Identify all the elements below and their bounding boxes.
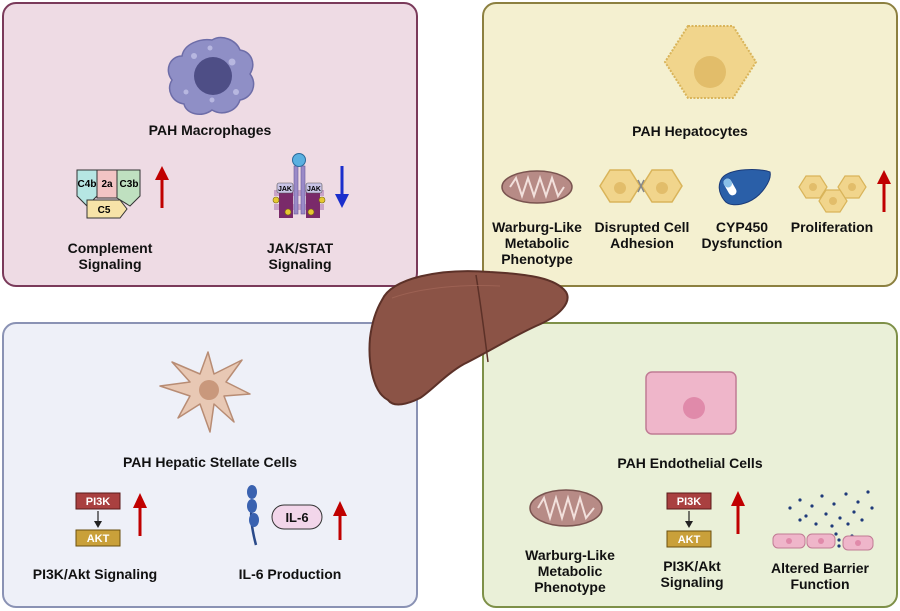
c4b-label: C4b (78, 179, 97, 190)
stellate-pi3k-akt-icon: PI3K AKT (75, 492, 121, 547)
cyp450-liver-icon (718, 169, 771, 206)
stellate-pi3k-up-arrow (133, 493, 147, 536)
c2a-label: 2a (101, 179, 113, 190)
liver-icon (368, 270, 569, 406)
proliferation-up-arrow (877, 170, 891, 212)
il6-up-arrow (333, 501, 347, 540)
stellate-cell-icon (159, 351, 251, 433)
complement-icon: C4b 2a C3b C5 (76, 169, 141, 219)
endothelial-mitochondrion-icon (529, 489, 603, 527)
il6-bubble: IL-6 (271, 504, 323, 530)
disrupted-adhesion-icon (599, 169, 683, 203)
jak-stat-down-arrow (335, 166, 349, 208)
stellate-akt-label: AKT (87, 533, 110, 545)
stellate-title: PAH Hepatic Stellate Cells (122, 454, 298, 470)
c3b-label: C3b (120, 179, 139, 190)
jak-stat-icon: JAK JAK (272, 153, 326, 218)
il6-label: IL-6 (285, 510, 308, 525)
endothelial-cell-icon (645, 371, 737, 435)
proliferation-label: Proliferation (790, 219, 874, 235)
endothelial-pi3k-label: PI3K (677, 496, 702, 508)
jak-left-label: JAK (278, 186, 292, 193)
altered-barrier-icon (772, 490, 874, 551)
macrophage-cell-icon (167, 36, 255, 116)
macrophages-title: PAH Macrophages (148, 122, 272, 138)
endothelial-pi3k-up-arrow (731, 491, 745, 534)
c5-label: C5 (98, 205, 111, 216)
endothelial-pi3k-akt-icon: PI3K AKT (666, 492, 712, 548)
endothelial-panel (482, 322, 898, 608)
endothelial-title: PAH Endothelial Cells (617, 455, 763, 471)
jak-right-label: JAK (307, 186, 321, 193)
stellate-pi3k-akt-label: PI3K/Akt Signaling (32, 566, 158, 582)
il6-production-label: IL-6 Production (238, 566, 342, 582)
il6-receptor-icon (247, 485, 259, 546)
stellate-pi3k-label: PI3K (86, 496, 111, 508)
complement-up-arrow (155, 166, 169, 208)
endothelial-akt-label: AKT (678, 534, 701, 546)
hepatocytes-title: PAH Hepatocytes (632, 123, 748, 139)
hepatocyte-cell-icon (663, 25, 758, 99)
proliferation-icon (798, 175, 867, 213)
mitochondrion-icon (501, 170, 573, 204)
